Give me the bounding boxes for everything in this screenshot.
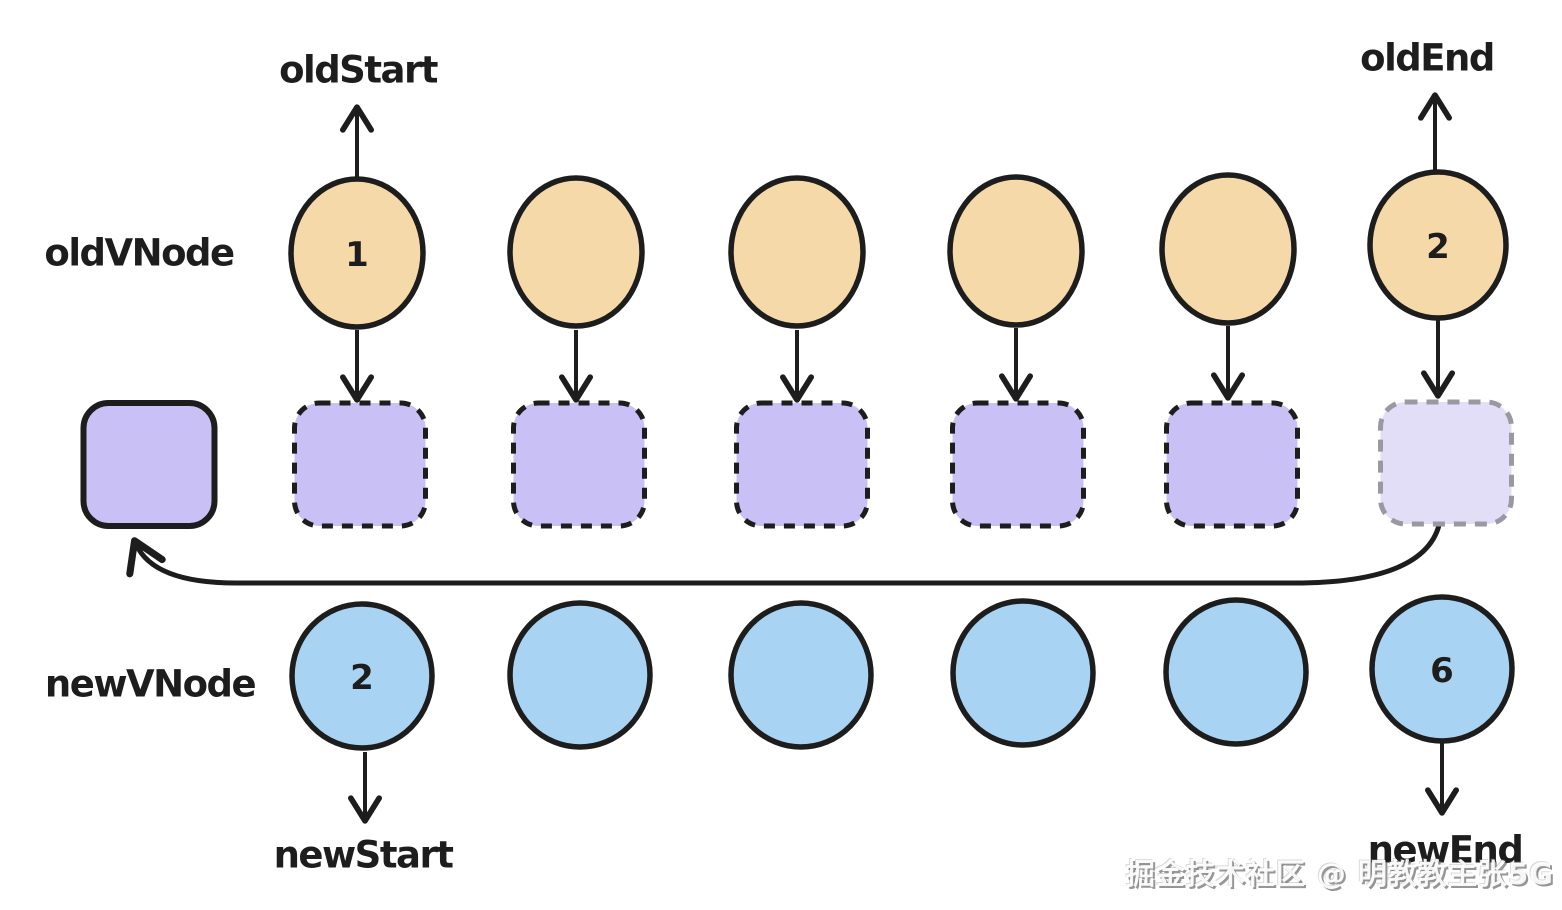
old-vnode-circle-4 [947,174,1085,328]
old-vnode-circle-6 [1367,169,1509,321]
dom-slot-4 [950,400,1086,529]
dom-slot-3 [734,400,870,529]
dom-slot-5 [1164,400,1300,529]
old-end-label: oldEnd [1360,36,1495,80]
dom-slot-ghost [1378,399,1514,527]
new-vnode-row-label: newVNode [44,662,257,706]
new-vnode-circle-4 [950,598,1096,748]
old-vnode-circle-3 [728,175,866,329]
new-start-label: newStart [273,833,454,877]
move-node-curve-arrow [126,518,1443,586]
new-vnode-circle-1 [289,601,435,751]
old-vnode-6-label: 2 [1426,227,1450,267]
dom-slot-solid [80,400,218,529]
dom-slot-2 [511,400,647,529]
old-vnode-circle-2 [507,175,645,329]
new-vnode-circle-2 [507,600,653,750]
old-vnode-circle-5 [1159,172,1297,326]
new-vnode-1-label: 2 [350,658,374,698]
dom-slot-1 [292,400,428,529]
new-vnode-circle-3 [728,600,874,750]
new-vnode-circle-6 [1369,594,1515,744]
old-vnode-row-label: oldVNode [44,231,235,275]
old-start-label: oldStart [279,48,438,92]
old-vnode-1-label: 1 [345,235,369,275]
new-vnode-circle-5 [1163,597,1309,747]
new-vnode-6-label: 6 [1430,651,1454,691]
new-end-label: newEnd [1367,828,1524,872]
watermark-text: 掘金技术社区 @ 明教教主张5G [1125,857,1554,891]
old-vnode-circle-1 [288,176,426,330]
